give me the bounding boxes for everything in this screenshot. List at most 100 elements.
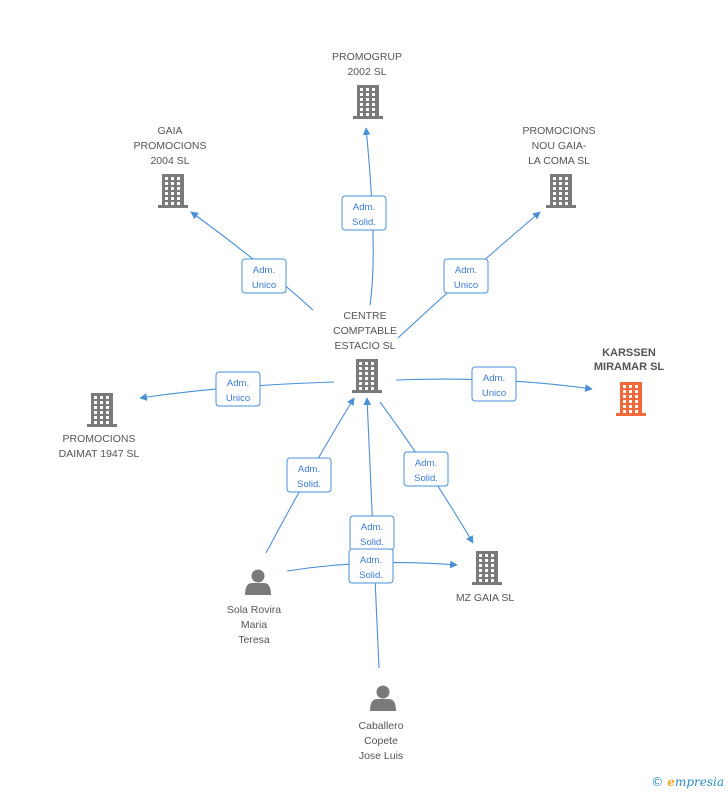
- node-label: CENTRE: [343, 310, 386, 322]
- building-window: [559, 187, 562, 190]
- edge-label-box[interactable]: [215, 371, 261, 407]
- edge-label-box[interactable]: [403, 451, 449, 487]
- edge-label-text: Adm.: [361, 522, 383, 533]
- building-window: [372, 88, 375, 91]
- building-window: [565, 192, 568, 195]
- edge-label-text: Unico: [226, 393, 250, 404]
- building-window: [171, 187, 174, 190]
- building-icon[interactable]: [616, 382, 646, 416]
- building-base: [158, 205, 188, 208]
- building-window: [165, 182, 168, 185]
- person-icon[interactable]: [245, 569, 271, 596]
- building-window: [629, 395, 632, 398]
- node-promogrup[interactable]: PROMOGRUP 2002 SL: [332, 51, 402, 119]
- edge-label-box[interactable]: [241, 258, 287, 294]
- building-window: [629, 390, 632, 393]
- edge-label-box[interactable]: [443, 258, 489, 294]
- building-icon[interactable]: [546, 174, 576, 208]
- building-window: [359, 372, 362, 375]
- node-label: Copete: [364, 735, 398, 747]
- building-icon[interactable]: [352, 359, 382, 393]
- edge-label-centre-to-karssen[interactable]: Adm.Unico: [471, 366, 517, 402]
- building-window: [629, 385, 632, 388]
- edge-label-centre-to-daimat[interactable]: Adm.Unico: [215, 371, 261, 407]
- building-window: [171, 177, 174, 180]
- building-window: [171, 182, 174, 185]
- building-window: [359, 377, 362, 380]
- building-window: [100, 401, 103, 404]
- building-window: [360, 88, 363, 91]
- edge-label-text: Solid.: [360, 537, 384, 548]
- edge-label-box[interactable]: [286, 457, 332, 493]
- edge-label-box[interactable]: [341, 195, 387, 231]
- node-label: MIRAMAR SL: [594, 361, 665, 373]
- edge-label-text: Solid.: [352, 217, 376, 228]
- building-icon[interactable]: [472, 551, 502, 585]
- edge-label-centre-to-noucoma[interactable]: Adm.Unico: [443, 258, 489, 294]
- building-icon[interactable]: [87, 393, 117, 427]
- building-window: [366, 88, 369, 91]
- building-window: [359, 367, 362, 370]
- building-window: [365, 367, 368, 370]
- edge-label-centre-to-gaia[interactable]: Adm.Unico: [241, 258, 287, 294]
- edge-label-text: Adm.: [360, 555, 382, 566]
- node-label: PROMOCIONS: [63, 433, 136, 445]
- building-icon[interactable]: [353, 85, 383, 119]
- person-icon[interactable]: [370, 685, 396, 712]
- building-window: [553, 182, 556, 185]
- edge-label-centre-to-promogrup[interactable]: Adm.Solid.: [341, 195, 387, 231]
- building-window: [553, 177, 556, 180]
- building-window: [623, 390, 626, 393]
- building-icon[interactable]: [158, 174, 188, 208]
- building-window: [360, 103, 363, 106]
- building-window: [94, 401, 97, 404]
- building-base: [546, 205, 576, 208]
- building-window: [100, 406, 103, 409]
- building-window: [479, 564, 482, 567]
- edge-label-text: Unico: [454, 280, 478, 291]
- edge-label-caballero-to-centre[interactable]: Adm. Solid.: [349, 515, 395, 551]
- building-window: [165, 197, 168, 200]
- edge-label-text: Solid.: [414, 473, 438, 484]
- person-head: [376, 685, 390, 699]
- building-window: [479, 554, 482, 557]
- edge-label-box[interactable]: [348, 548, 394, 584]
- building-base: [352, 390, 382, 393]
- person-body: [370, 699, 396, 711]
- edge-label-box[interactable]: [471, 366, 517, 402]
- edge-label-sola-to-mzgaia[interactable]: Adm.Solid.: [348, 548, 394, 584]
- node-label: PROMOCIONS: [134, 140, 207, 152]
- node-label: PROMOCIONS: [523, 125, 596, 137]
- building-window: [491, 569, 494, 572]
- copyright-symbol: ©: [651, 775, 664, 789]
- building-window: [565, 187, 568, 190]
- building-window: [106, 416, 109, 419]
- building-window: [366, 113, 369, 116]
- node-label: 2002 SL: [347, 66, 386, 78]
- building-window: [365, 382, 368, 385]
- node-karssen[interactable]: KARSSEN MIRAMAR SL: [594, 347, 665, 416]
- building-window: [559, 192, 562, 195]
- building-window: [372, 108, 375, 111]
- building-window: [365, 362, 368, 365]
- building-window: [177, 177, 180, 180]
- edge-label-text: Adm.: [483, 373, 505, 384]
- building-window: [360, 108, 363, 111]
- edge-label-centre-to-mzgaia[interactable]: Adm.Solid.: [403, 451, 449, 487]
- building-window: [485, 559, 488, 562]
- node-label: KARSSEN: [602, 347, 656, 359]
- building-window: [366, 108, 369, 111]
- building-window: [106, 396, 109, 399]
- node-label: PROMOGRUP: [332, 51, 402, 63]
- building-window: [100, 411, 103, 414]
- node-mzgaia[interactable]: MZ GAIA SL: [456, 551, 515, 604]
- edge-label-sola-to-centre[interactable]: Adm.Solid.: [286, 457, 332, 493]
- building-window: [559, 182, 562, 185]
- building-window: [365, 372, 368, 375]
